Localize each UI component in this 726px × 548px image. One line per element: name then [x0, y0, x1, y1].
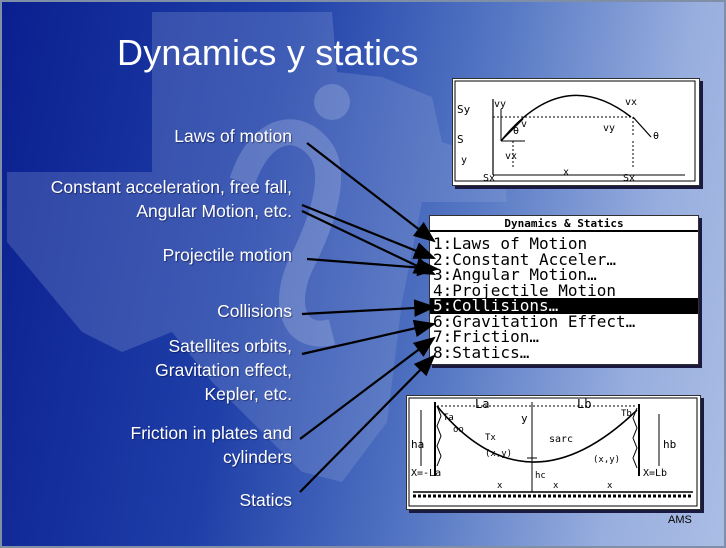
label-line: Projectile motion	[162, 245, 292, 265]
projectile-figure: Sy vy S y θ v vx Sx x Sx vy vx θ	[452, 78, 700, 186]
x-mark-label: x	[553, 481, 559, 491]
y-axis-label: y	[461, 155, 467, 166]
x-mark-label: x	[497, 481, 503, 491]
label-line: Kepler, etc.	[204, 384, 292, 404]
sxt-label: Sx	[623, 173, 635, 184]
menu-item-3[interactable]: 3:Angular Motion…	[433, 267, 597, 283]
label-laws-of-motion: Laws of motion	[174, 124, 292, 148]
label-line: cylinders	[222, 447, 292, 467]
label-line: Laws of motion	[174, 126, 292, 146]
sigma-label: σo	[453, 425, 464, 435]
label-friction: Friction in plates and cylinders	[131, 421, 292, 469]
statics-figure: La Lb y Ta Tb Tx ha hb (x,y) (x,y) sarc …	[406, 395, 701, 510]
theta0-label: θ	[513, 126, 519, 137]
la-label: La	[475, 397, 489, 411]
vy0-label: vy	[494, 99, 506, 110]
projectile-diagram: Sy vy S y θ v vx Sx x Sx vy vx θ	[454, 80, 696, 184]
xy-left-label: (x,y)	[485, 449, 512, 459]
ta-label: Ta	[443, 413, 454, 423]
statics-diagram: La Lb y Ta Tb Tx ha hb (x,y) (x,y) sarc …	[408, 397, 698, 507]
hb-label: hb	[663, 438, 676, 451]
y-label: y	[521, 412, 528, 425]
sx0-label: Sx	[483, 173, 495, 184]
x-mark-label: x	[607, 481, 613, 491]
menu-item-2[interactable]: 2:Constant Acceler…	[433, 251, 617, 267]
label-collisions: Collisions	[217, 299, 292, 323]
theta-label: θ	[653, 131, 659, 142]
label-satellite-orbits: Satellites orbits, Gravitation effect, K…	[155, 334, 292, 406]
lb-label: Lb	[577, 397, 591, 411]
menu-item-6[interactable]: 6:Gravitation Effect…	[433, 313, 636, 329]
label-statics: Statics	[239, 488, 292, 512]
vxt-label: vx	[625, 97, 637, 108]
sy-label: Sy	[457, 103, 471, 116]
label-constant-acceleration: Constant acceleration, free fall, Angula…	[51, 175, 292, 223]
xy-right-label: (x,y)	[593, 455, 620, 465]
x-left-label: X=-La	[411, 468, 441, 479]
label-line: Constant acceleration, free fall,	[50, 177, 292, 197]
ha-label: ha	[411, 438, 424, 451]
slide-title: Dynamics y statics	[117, 32, 419, 73]
label-line: Friction in plates and	[130, 423, 292, 443]
label-line: Statics	[239, 490, 292, 510]
menu-item-1[interactable]: 1:Laws of Motion	[433, 236, 588, 252]
label-projectile-motion: Projectile motion	[163, 243, 292, 267]
hc-label: hc	[535, 471, 546, 481]
tx-label: Tx	[485, 433, 496, 443]
label-line: Gravitation effect,	[155, 360, 292, 380]
v0-label: v	[521, 119, 527, 130]
sy0-label: S	[457, 133, 464, 146]
x-right-label: X=Lb	[643, 468, 667, 479]
vx0-label: vx	[505, 151, 517, 162]
sarc-label: sarc	[549, 434, 573, 445]
label-line: Satellites orbits,	[168, 336, 292, 356]
menu-title: Dynamics & Statics	[430, 216, 698, 232]
menu-item-7[interactable]: 7:Friction…	[433, 329, 539, 345]
vyt-label: vy	[603, 123, 615, 134]
x-axis-label: x	[563, 167, 569, 178]
menu-item-4[interactable]: 4:Projectile Motion	[433, 282, 617, 298]
author-credit: AMS	[668, 514, 692, 526]
tb-label: Tb	[621, 409, 632, 419]
label-line: Collisions	[217, 301, 292, 321]
menu-item-8[interactable]: 8:Statics…	[433, 344, 530, 360]
menu-item-5[interactable]: 5:Collisions…	[430, 298, 698, 314]
label-line: Angular Motion, etc.	[136, 201, 292, 221]
